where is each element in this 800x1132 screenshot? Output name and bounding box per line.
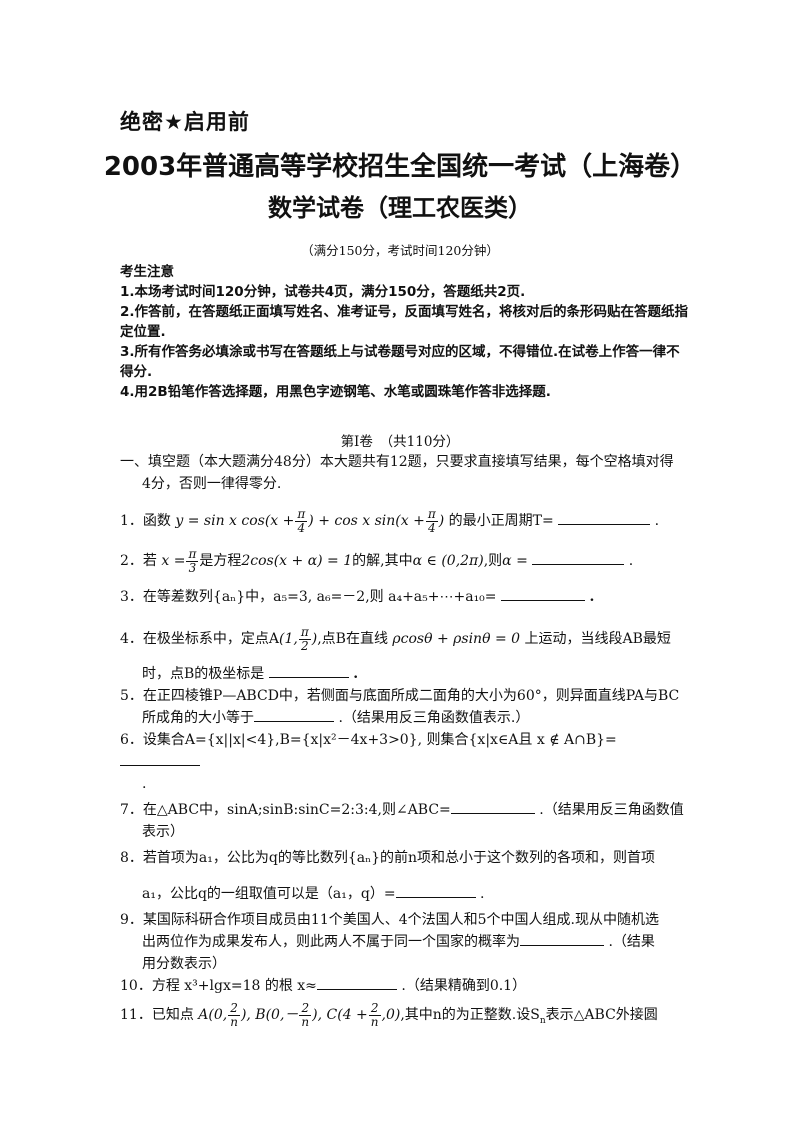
- question-3: 3．在等差数列{aₙ}中，a₅=3, a₆=－2,则 a₄+a₅+⋯+a₁₀= …: [120, 581, 690, 613]
- answer-blank[interactable]: [558, 510, 651, 525]
- question-5: 5．在正四棱锥P—ABCD中，若侧面与底面所成二面角的大小为60°，则异面直线P…: [120, 685, 690, 729]
- note-item: 4.用2B铅笔作答选择题，用黑色字迹钢笔、水笔或圆珠笔作答非选择题.: [120, 384, 551, 400]
- question-6: 6．设集合A={x||x|<4},B={x|x²－4x+3>0}, 则集合{x|…: [120, 732, 617, 792]
- q6-text: 6．设集合A={x||x|<4},B={x|x²－4x+3>0}, 则集合{x|…: [120, 732, 617, 748]
- question-8: 8．若首项为a₁，公比为q的等比数列{aₙ}的前n项和总小于这个数列的各项和，则…: [120, 847, 690, 905]
- answer-blank[interactable]: [520, 931, 604, 946]
- exam-info: （满分150分，考试时间120分钟）: [301, 243, 499, 258]
- q5-line1: 5．在正四棱锥P—ABCD中，若侧面与底面所成二面角的大小为60°，则异面直线P…: [120, 688, 680, 704]
- q9-tail: .（结果: [608, 934, 655, 950]
- question-9: 9．某国际科研合作项目成员由11个美国人、4个法国人和5个中国人组成.现从中随机…: [120, 909, 690, 975]
- q7-line2: 表示）: [142, 824, 184, 840]
- q9-line2: 出两位作为成果发布人，则此两人不属于同一个国家的概率为: [142, 934, 520, 950]
- part-heading: 第Ⅰ卷 （共110分）: [340, 434, 460, 450]
- answer-blank[interactable]: [532, 550, 625, 565]
- note-item: 3.所有作答务必填涂或书写在答题纸上与试卷题号对应的区域，不得错位.在试卷上作答…: [120, 344, 680, 380]
- note-item: 2.作答前，在答题纸正面填写姓名、准考证号，反面填写姓名，将核对后的条形码贴在答…: [120, 304, 689, 340]
- notes-heading: 考生注意: [120, 264, 174, 280]
- question-7: 7．在△ABC中，sinA;sinB:sinC=2:3:4,则∠ABC= .（结…: [120, 799, 690, 843]
- answer-blank[interactable]: [316, 975, 397, 990]
- answer-blank[interactable]: [395, 883, 476, 898]
- q4-line2: 时，点B的极坐标是: [142, 666, 265, 682]
- q9-line3: 用分数表示）: [142, 956, 226, 972]
- exam-subtitle: 数学试卷（理工农医类）: [268, 194, 532, 222]
- answer-blank[interactable]: [268, 663, 349, 678]
- section-line: 一、填空题（本大题满分48分）本大题共有12题，只要求直接填写结果，每个空格填对…: [120, 454, 674, 470]
- q7-line1: 7．在△ABC中，sinA;sinB:sinC=2:3:4,则∠ABC=: [120, 802, 451, 818]
- q10-text: 10．方程 x³+lgx=18 的根 x≈: [120, 978, 317, 994]
- confidential-label: 绝密★启用前: [120, 110, 250, 134]
- q5-line2: 所成角的大小等于: [142, 710, 254, 726]
- answer-blank[interactable]: [120, 751, 200, 766]
- answer-blank[interactable]: [254, 707, 334, 722]
- q7-tail: .（结果用反三角函数值: [539, 802, 684, 818]
- section-intro: 一、填空题（本大题满分48分）本大题共有12题，只要求直接填写结果，每个空格填对…: [120, 451, 690, 473]
- q3-text: 3．在等差数列{aₙ}中，a₅=3, a₆=－2,则 a₄+a₅+⋯+a₁₀=: [120, 589, 497, 605]
- questions-body: 一、填空题（本大题满分48分）本大题共有12题，只要求直接填写结果，每个空格填对…: [120, 451, 690, 1039]
- note-item: 1.本场考试时间120分钟，试卷共4页，满分150分，答题纸共2页.: [120, 284, 526, 300]
- candidate-notes: 考生注意 1.本场考试时间120分钟，试卷共4页，满分150分，答题纸共2页. …: [120, 262, 690, 402]
- q8-line2: a₁，公比q的一组取值可以是（a₁，q）=: [142, 886, 396, 902]
- q10-tail: .（结果精确到0.1）: [401, 978, 527, 994]
- q8-line1: 8．若首项为a₁，公比为q的等比数列{aₙ}的前n项和总小于这个数列的各项和，则…: [120, 850, 656, 866]
- q1-prefix: 1．函数: [120, 513, 171, 529]
- q1-suffix: 的最小正周期T=: [448, 513, 554, 529]
- q2-prefix: 2．若: [120, 553, 157, 569]
- answer-blank[interactable]: [500, 586, 585, 601]
- q5-tail: .（结果用反三角函数值表示.）: [338, 710, 530, 726]
- question-10: 10．方程 x³+lgx=18 的根 x≈ .（结果精确到0.1）: [120, 975, 690, 997]
- exam-title: 2003年普通高等学校招生全国统一考试（上海卷）: [103, 152, 697, 182]
- section-intro-cont: 4分，否则一律得零分.: [142, 476, 282, 492]
- q9-line1: 9．某国际科研合作项目成员由11个美国人、4个法国人和5个中国人组成.现从中随机…: [120, 912, 659, 928]
- answer-blank[interactable]: [450, 799, 535, 814]
